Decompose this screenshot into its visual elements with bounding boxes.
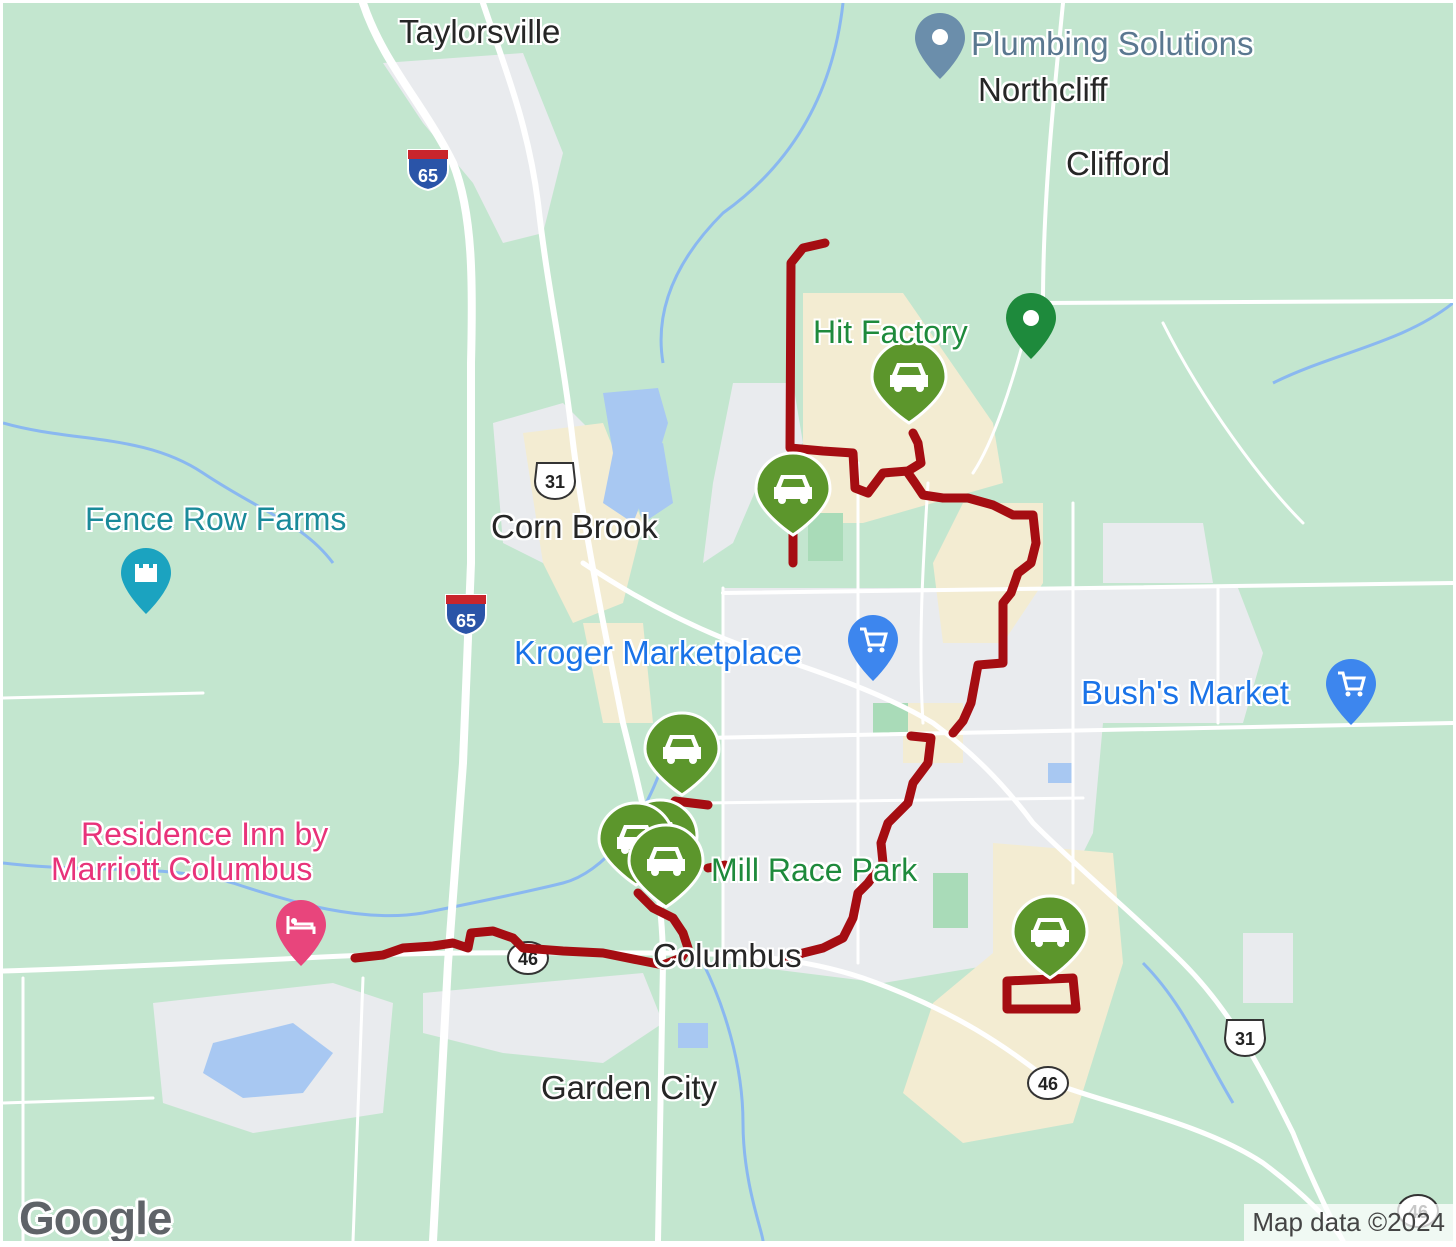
- svg-text:31: 31: [1235, 1029, 1255, 1049]
- place-label-northcliff: Northcliff: [978, 71, 1108, 108]
- us31-north-shield: 31: [533, 462, 577, 501]
- vehicle-marker[interactable]: [627, 823, 705, 909]
- route-north-segment: [785, 238, 926, 498]
- place-label-taylorsville: Taylorsville: [399, 13, 561, 50]
- vehicle-marker[interactable]: [643, 711, 721, 797]
- fence-row-farms-pin[interactable]: [121, 548, 171, 614]
- vehicle-markers: [597, 339, 1089, 980]
- poi-label-hit-factory[interactable]: Hit Factory: [813, 314, 968, 350]
- kroger-marketplace-pin[interactable]: [848, 615, 898, 681]
- svg-text:31: 31: [545, 472, 565, 492]
- us31-south-shield: 31: [1223, 1019, 1267, 1058]
- poi-label-residence-inn-line2[interactable]: Marriott Columbus: [51, 851, 313, 887]
- car-icon: [774, 475, 812, 504]
- castle-icon: [135, 564, 157, 582]
- route-west-segment: [350, 888, 693, 970]
- map-attribution[interactable]: Map data ©2024: [1244, 1204, 1453, 1241]
- map-base-layer: 65 65 31 31 46 46 46: [3, 3, 1453, 1241]
- place-label-clifford: Clifford: [1066, 145, 1170, 182]
- map-canvas[interactable]: 65 65 31 31 46 46 46: [3, 3, 1453, 1241]
- poi-label-fence-row-farms[interactable]: Fence Row Farms: [85, 501, 347, 537]
- svg-text:65: 65: [456, 611, 476, 631]
- poi-label-kroger-marketplace[interactable]: Kroger Marketplace: [514, 634, 802, 671]
- route-river-stub: [670, 796, 713, 810]
- sr46-east-shield: 46: [1027, 1066, 1069, 1100]
- car-icon: [1031, 918, 1069, 947]
- bushs-market-pin[interactable]: [1326, 659, 1376, 725]
- vehicle-marker[interactable]: [1011, 894, 1089, 980]
- google-logo: Google: [19, 1192, 172, 1241]
- plumbing-solutions-pin[interactable]: [915, 13, 965, 79]
- bed-icon: [286, 916, 316, 934]
- poi-label-plumbing-solutions[interactable]: Plumbing Solutions: [971, 25, 1254, 62]
- hit-factory-pin[interactable]: [1006, 293, 1056, 359]
- route-park-stub: [703, 860, 730, 873]
- poi-label-residence-inn-line1[interactable]: Residence Inn by: [81, 816, 329, 852]
- route-layer: [350, 238, 1081, 1014]
- vehicle-marker[interactable]: [754, 451, 832, 537]
- route-east-segment: [903, 468, 1041, 738]
- car-icon: [890, 363, 928, 392]
- shopping-cart-icon: [860, 627, 888, 647]
- car-icon: [647, 847, 685, 876]
- sr46-west-shield: 46: [507, 941, 549, 975]
- i65-north-shield: 65: [407, 149, 449, 192]
- svg-text:65: 65: [418, 166, 438, 186]
- i65-south-shield: 65: [445, 594, 487, 637]
- poi-label-mill-race-park[interactable]: Mill Race Park: [711, 852, 918, 888]
- vehicle-marker[interactable]: [870, 339, 948, 425]
- place-label-corn-brook: Corn Brook: [491, 508, 658, 545]
- svg-text:46: 46: [518, 949, 538, 969]
- place-label-columbus: Columbus: [653, 937, 802, 974]
- car-icon: [663, 735, 701, 764]
- residence-inn-pin[interactable]: [276, 900, 326, 966]
- shopping-cart-icon: [1338, 671, 1366, 691]
- water-bodies: [203, 388, 1073, 1098]
- route-central-segment: [778, 731, 936, 965]
- rivers: [3, 3, 1453, 1241]
- svg-text:46: 46: [1038, 1074, 1058, 1094]
- place-label-garden-city: Garden City: [541, 1069, 718, 1106]
- poi-label-bushs-market[interactable]: Bush's Market: [1081, 674, 1290, 711]
